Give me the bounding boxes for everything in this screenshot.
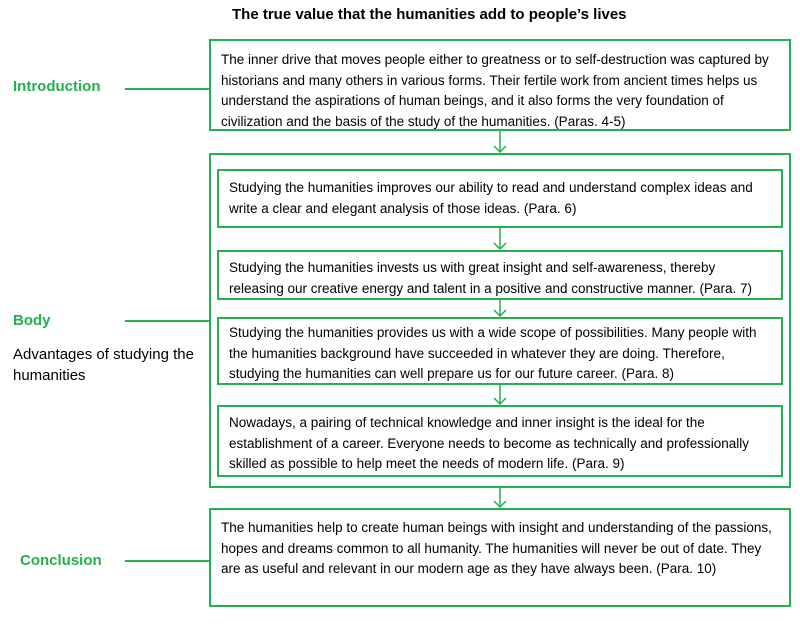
body-sublabel: Advantages of studying the humanities — [13, 346, 194, 384]
body-point-box: Nowadays, a pairing of technical knowled… — [217, 405, 783, 477]
introduction-label: Introduction — [13, 78, 101, 95]
body-point-box: Studying the humanities improves our abi… — [217, 169, 783, 228]
body-connector-line — [125, 320, 209, 322]
introduction-box: The inner drive that moves people either… — [209, 39, 791, 131]
conclusion-connector-line — [125, 560, 209, 562]
body-point-box: Studying the humanities invests us with … — [217, 250, 783, 300]
body-point-text: Studying the humanities invests us with … — [229, 260, 753, 296]
diagram-title: The true value that the humanities add t… — [232, 6, 627, 23]
body-label: Body — [13, 312, 51, 329]
arrow-down-icon — [493, 228, 507, 251]
arrow-down-icon — [493, 488, 507, 509]
body-point-box: Studying the humanities provides us with… — [217, 317, 783, 385]
conclusion-box: The humanities help to create human bein… — [209, 508, 791, 607]
arrow-down-icon — [493, 300, 507, 318]
body-point-text: Studying the humanities provides us with… — [229, 325, 757, 381]
arrow-down-icon — [493, 385, 507, 406]
conclusion-label: Conclusion — [20, 552, 102, 569]
body-outer-frame — [209, 153, 791, 488]
body-point-text: Nowadays, a pairing of technical knowled… — [229, 415, 750, 471]
introduction-connector-line — [125, 88, 209, 90]
conclusion-text: The humanities help to create human bein… — [221, 520, 772, 576]
body-point-text: Studying the humanities improves our abi… — [229, 180, 753, 216]
introduction-text: The inner drive that moves people either… — [221, 52, 769, 129]
arrow-down-icon — [493, 131, 507, 154]
